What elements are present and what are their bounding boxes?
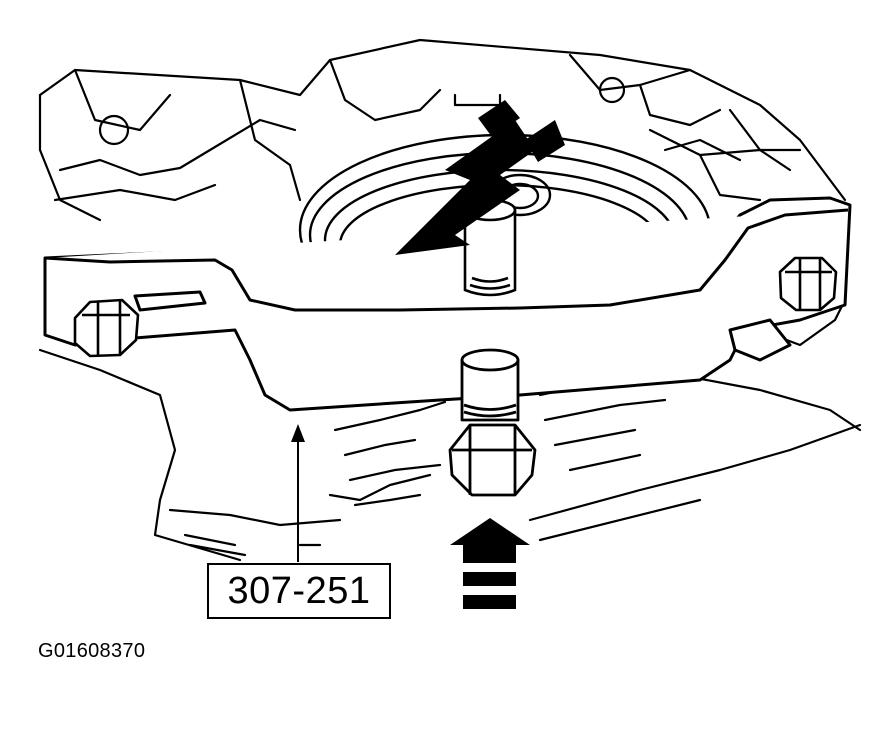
left-mounting-bolt [73,298,140,358]
forcing-screw [448,348,537,497]
right-mounting-bolt [778,256,838,312]
figure-id-label: G01608370 [38,640,146,662]
tool-callout-label: 307-251 [227,569,371,612]
tool-callout-box: 307-251 [207,563,391,619]
arrow-up-icon [450,518,530,609]
engine-block-background [38,38,862,562]
center-stud-upper [463,198,517,297]
tool-307-251-plate [43,196,852,412]
pointer-arrow-icon [291,424,305,562]
arrow-down-left-icon [395,100,565,255]
